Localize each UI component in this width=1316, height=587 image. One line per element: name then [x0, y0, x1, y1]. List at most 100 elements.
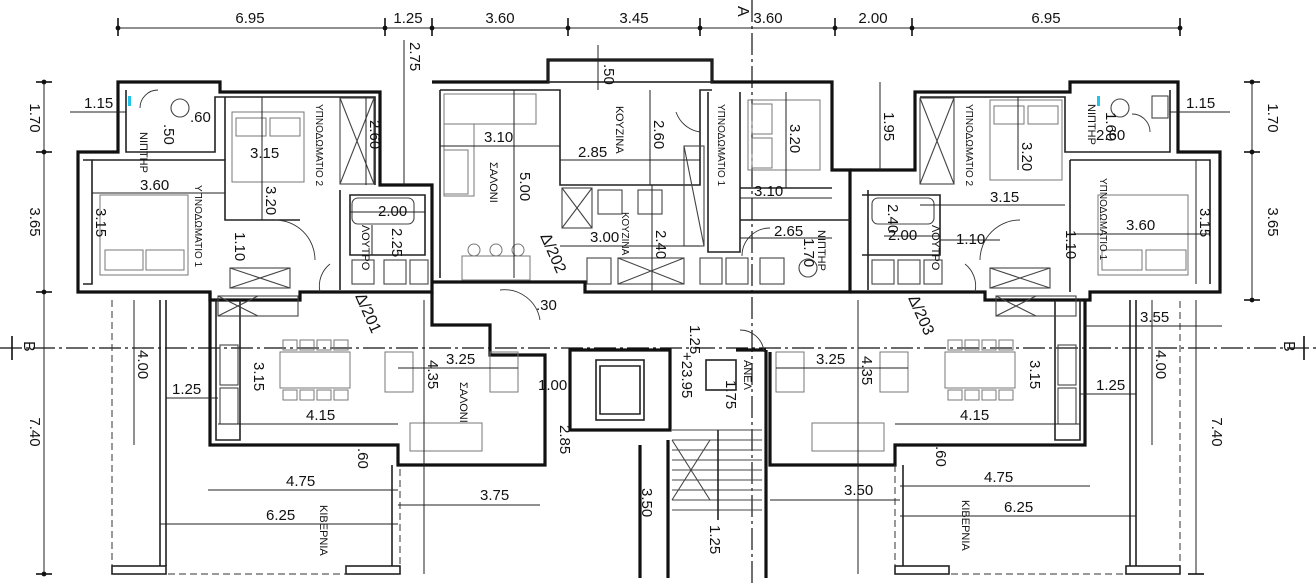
room-label-kitchen: ΚΟΥΖΙΝΑ — [619, 212, 630, 256]
axis-label-b-right: B — [1280, 341, 1297, 352]
dim-label: 3.10 — [484, 129, 513, 146]
bathtub-icon — [351, 197, 415, 225]
right-dim-3: 7.40 — [1208, 417, 1225, 446]
sink-icon — [637, 189, 663, 215]
veranda-203 — [894, 300, 1181, 575]
axis-label-a: A — [734, 6, 751, 17]
toilet-icon — [1110, 98, 1130, 118]
bed-icon — [1097, 194, 1189, 276]
dim-label: 3.00 — [590, 229, 619, 246]
dim-label: .30 — [536, 297, 557, 314]
dim-label: 4.75 — [286, 473, 315, 490]
right-side-dimensions: 1.70 3.65 7.40 — [1188, 79, 1281, 575]
kitchen-counter-icon — [561, 187, 593, 229]
dining-table-icon — [279, 351, 351, 389]
dim-label: 1.25 — [686, 325, 703, 354]
room-label-wc: ΝΙΠΤΗΡ — [815, 230, 827, 271]
dim-label: 1.10 — [231, 232, 248, 261]
dim-label: 2.75 — [406, 42, 423, 71]
sink-icon — [1057, 387, 1077, 425]
dim-label: 6.25 — [1004, 499, 1033, 516]
dim-label: 3.25 — [816, 351, 845, 368]
room-label-bath: ΛΟΥΤΡΟ — [359, 225, 371, 271]
dim-label: 2.40 — [884, 204, 901, 233]
dim-label: 1.75 — [722, 380, 739, 409]
veranda-201 — [111, 300, 401, 575]
dim-label: 1.15 — [84, 95, 113, 112]
dim-label: 4.35 — [858, 356, 875, 385]
top-dim-1: 6.95 — [235, 10, 264, 27]
left-dim-1: 1.70 — [26, 103, 43, 132]
apartment-label-202: Δ/202 — [536, 231, 569, 276]
dim-label: 3.10 — [754, 183, 783, 200]
left-side-dimensions: 1.70 3.65 7.40 — [26, 79, 52, 577]
dim-label: 2.85 — [556, 425, 573, 454]
wardrobe-icon — [919, 97, 955, 185]
dim-label: 2.60 — [1096, 127, 1125, 144]
dim-label: 2.65 — [774, 223, 803, 240]
dim-label: 4.00 — [1152, 350, 1169, 379]
dim-label: 3.75 — [480, 487, 509, 504]
dim-label: 2.85 — [578, 144, 607, 161]
dim-label: 3.20 — [786, 124, 803, 153]
lift-label: ΑΝΕΛ — [741, 360, 753, 391]
dim-label: 1.60 — [1102, 112, 1119, 141]
wardrobe-icon — [229, 267, 291, 289]
dim-label: 4.00 — [134, 350, 151, 379]
toilet-icon — [798, 258, 818, 278]
staircase-icon — [672, 429, 762, 511]
room-label-kitchen: ΚΟΥΖΙΝΑ — [613, 106, 625, 154]
dim-label: 3.50 — [638, 488, 655, 517]
armchair-icon — [489, 351, 519, 393]
sofa-icon — [409, 422, 483, 452]
dim-label: .60 — [932, 446, 949, 467]
apartment-202: ΣΑΛΟΝΙ ΚΟΥΖΙΝΑ ΚΟΥΖΙΝΑ ΥΠΝΟΔΩΜΑΤΙΟ 1 ΝΙΠ… — [432, 45, 852, 554]
dim-label: 3.20 — [1018, 142, 1035, 171]
room-label-living: ΣΑΛΟΝΙ — [457, 382, 469, 423]
dim-label: 3.15 — [1196, 208, 1213, 237]
bed-icon — [231, 111, 305, 183]
dim-label: 3.15 — [250, 362, 267, 391]
room-label-veranda: ΚΙΒΕΡΝΙΑ — [959, 500, 971, 551]
room-label-wc: ΝΙΠΤΗΡ — [1085, 104, 1097, 145]
room-label-bedroom1: ΥΠΝΟΔΩΜΑΤΙΟ 1 — [715, 104, 726, 187]
apartment-label-201: Δ/201 — [351, 291, 384, 336]
top-dim-4: 3.45 — [619, 10, 648, 27]
dim-label: 1.25 — [1096, 377, 1125, 394]
armchair-icon — [384, 351, 414, 393]
apartment-203: ΥΠΝΟΔΩΜΑΤΙΟ 2 ΥΠΝΟΔΩΜΑΤΙΟ 1 ΛΟΥΤΡΟ ΝΙΠΤΗ… — [768, 80, 1230, 575]
apartment-label-203: Δ/203 — [904, 293, 937, 338]
stove-icon — [219, 344, 239, 386]
room-label-bedroom1: ΥΠΝΟΔΩΜΑΤΙΟ 1 — [1097, 178, 1108, 261]
dim-label: 2.60 — [366, 120, 383, 149]
top-dim-2: 1.25 — [393, 10, 422, 27]
dim-label: .50 — [160, 124, 177, 145]
right-dim-1: 1.70 — [1264, 103, 1281, 132]
dim-label: 3.60 — [1126, 217, 1155, 234]
dim-label: 3.15 — [990, 189, 1019, 206]
bed-icon — [747, 99, 821, 171]
dim-label: .60 — [190, 109, 211, 126]
bed-icon — [99, 194, 189, 276]
room-label-bath: ΛΟΥΤΡΟ — [929, 225, 941, 271]
wardrobe-icon — [339, 97, 375, 185]
sofa-icon — [811, 422, 885, 452]
dim-label: 1.15 — [1186, 95, 1215, 112]
room-label-bedroom2: ΥΠΝΟΔΩΜΑΤΙΟ 2 — [313, 104, 324, 187]
dim-label: 3.25 — [446, 351, 475, 368]
sofa-icon — [443, 93, 537, 125]
left-dim-3: 7.40 — [26, 417, 43, 446]
room-label-living: ΣΑΛΟΝΙ — [487, 162, 499, 203]
dim-label: 3.15 — [92, 208, 109, 237]
dim-label: 5.00 — [516, 172, 533, 201]
dim-label: 3.15 — [250, 145, 279, 162]
apartment-201: ΥΠΝΟΔΩΜΑΤΙΟ 1 ΥΠΝΟΔΩΜΑΤΙΟ 2 ΝΙΠΤΗΡ ΛΟΥΤΡ… — [70, 40, 547, 575]
bed-icon — [989, 99, 1063, 181]
dining-table-icon — [461, 255, 531, 281]
dim-label: 3.55 — [1140, 309, 1169, 326]
dining-table-icon — [944, 351, 1016, 389]
dim-label: 2.40 — [652, 230, 669, 259]
bathtub-icon — [871, 197, 935, 225]
